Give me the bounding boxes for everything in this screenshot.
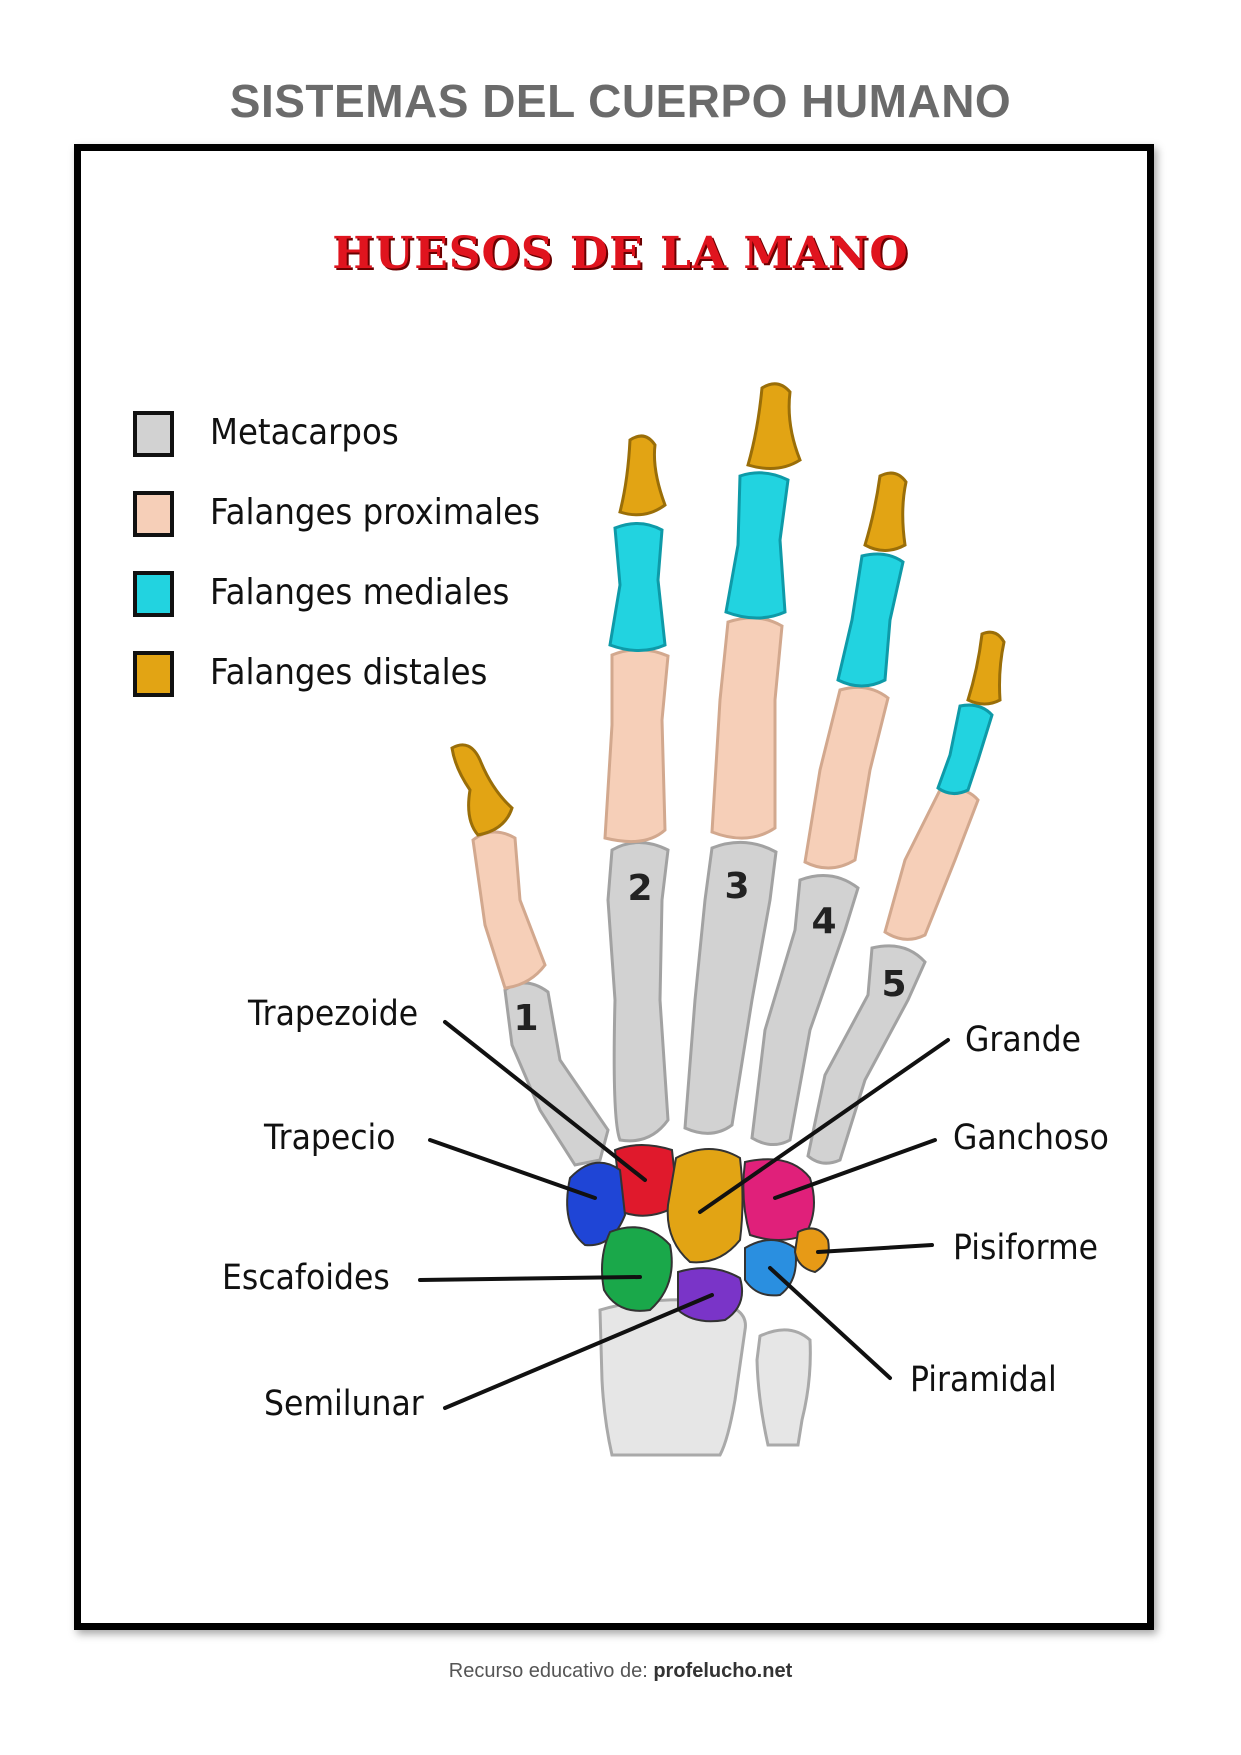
medial-phalanx-ring — [836, 552, 905, 688]
label-trapecio: Trapecio — [264, 1118, 396, 1158]
legend-item-falanges-proximales: Falanges proximales — [130, 488, 610, 540]
metacarpal-2 — [606, 841, 670, 1143]
medial-phalanges — [608, 471, 994, 795]
carpal-pisiforme — [793, 1227, 830, 1274]
carpal-grande — [666, 1148, 744, 1264]
leader-ganchoso — [773, 1138, 937, 1200]
label-grande: Grande — [965, 1020, 1082, 1060]
distal-phalanx-ring — [863, 471, 908, 552]
metacarpal-number-4: 4 — [811, 901, 836, 942]
label-piramidal: Piramidal — [910, 1360, 1057, 1400]
leader-escafoides — [418, 1275, 642, 1282]
legend-item-falanges-mediales: Falanges mediales — [130, 568, 610, 620]
metacarpal-5 — [806, 944, 927, 1165]
proximal-phalanx-ring — [803, 685, 890, 870]
footer-prefix: Recurso educativo de: — [448, 1660, 648, 1682]
distal-phalanx-middle — [746, 382, 802, 471]
legend-swatch-falanges-mediales — [133, 571, 174, 617]
metacarpal-4 — [750, 874, 860, 1146]
ulna-bone — [755, 1328, 812, 1447]
distal-phalanges — [450, 382, 1006, 837]
carpal-bones — [566, 1144, 830, 1323]
proximal-phalanx-middle — [710, 616, 784, 840]
carpal-ganchoso — [742, 1158, 815, 1241]
page-header-title: SISTEMAS DEL CUERPO HUMANO — [229, 75, 1012, 127]
medial-phalanx-middle — [724, 471, 790, 620]
radius-bone — [598, 1298, 747, 1457]
proximal-phalanx-little — [883, 787, 980, 941]
leader-trapezoide — [443, 1020, 647, 1182]
leader-lines — [418, 1020, 950, 1410]
label-pisiforme: Pisiforme — [953, 1228, 1099, 1268]
medial-phalanx-little — [936, 703, 994, 795]
proximal-phalanx-thumb — [471, 830, 547, 990]
legend-label-falanges-mediales: Falanges mediales — [210, 572, 510, 613]
legend-item-falanges-distales: Falanges distales — [130, 648, 610, 700]
proximal-phalanges — [471, 616, 980, 990]
leader-grande — [698, 1038, 950, 1214]
metacarpals — [503, 840, 927, 1167]
legend-swatch-falanges-proximales — [133, 491, 174, 537]
distal-phalanx-thumb — [450, 743, 514, 837]
legend-swatch-metacarpos — [133, 411, 174, 457]
leader-trapecio — [428, 1138, 597, 1200]
distal-phalanx-index — [618, 434, 667, 517]
metacarpal-3 — [683, 840, 778, 1135]
metacarpal-number-5: 5 — [881, 964, 906, 1005]
label-trapezoide: Trapezoide — [248, 994, 419, 1034]
legend-label-falanges-proximales: Falanges proximales — [210, 492, 541, 533]
medial-phalanx-index — [608, 522, 667, 652]
legend-swatch-falanges-distales — [133, 651, 174, 697]
legend-label-falanges-distales: Falanges distales — [210, 652, 488, 693]
metacarpal-number-3: 3 — [724, 866, 749, 907]
legend-label-metacarpos: Metacarpos — [210, 412, 399, 453]
distal-phalanx-little — [966, 630, 1006, 706]
label-ganchoso: Ganchoso — [953, 1118, 1109, 1158]
footer: Recurso educativo de: profelucho.net — [0, 1660, 1241, 1683]
metacarpal-numbers: 1 2 3 4 5 — [513, 866, 906, 1039]
leader-pisiforme — [816, 1243, 934, 1254]
carpal-escafoides — [601, 1226, 673, 1312]
legend-item-metacarpos: Metacarpos — [130, 408, 610, 460]
leader-piramidal — [768, 1266, 892, 1380]
label-semilunar: Semilunar — [264, 1384, 424, 1424]
footer-site: profelucho.net — [653, 1660, 793, 1682]
metacarpal-number-2: 2 — [627, 868, 652, 909]
proximal-phalanx-index — [603, 648, 670, 844]
diagram-title: HUESOS DE LA MANO — [332, 228, 909, 279]
label-escafoides: Escafoides — [222, 1258, 390, 1298]
leader-semilunar — [443, 1293, 714, 1410]
metacarpal-number-1: 1 — [513, 998, 538, 1039]
